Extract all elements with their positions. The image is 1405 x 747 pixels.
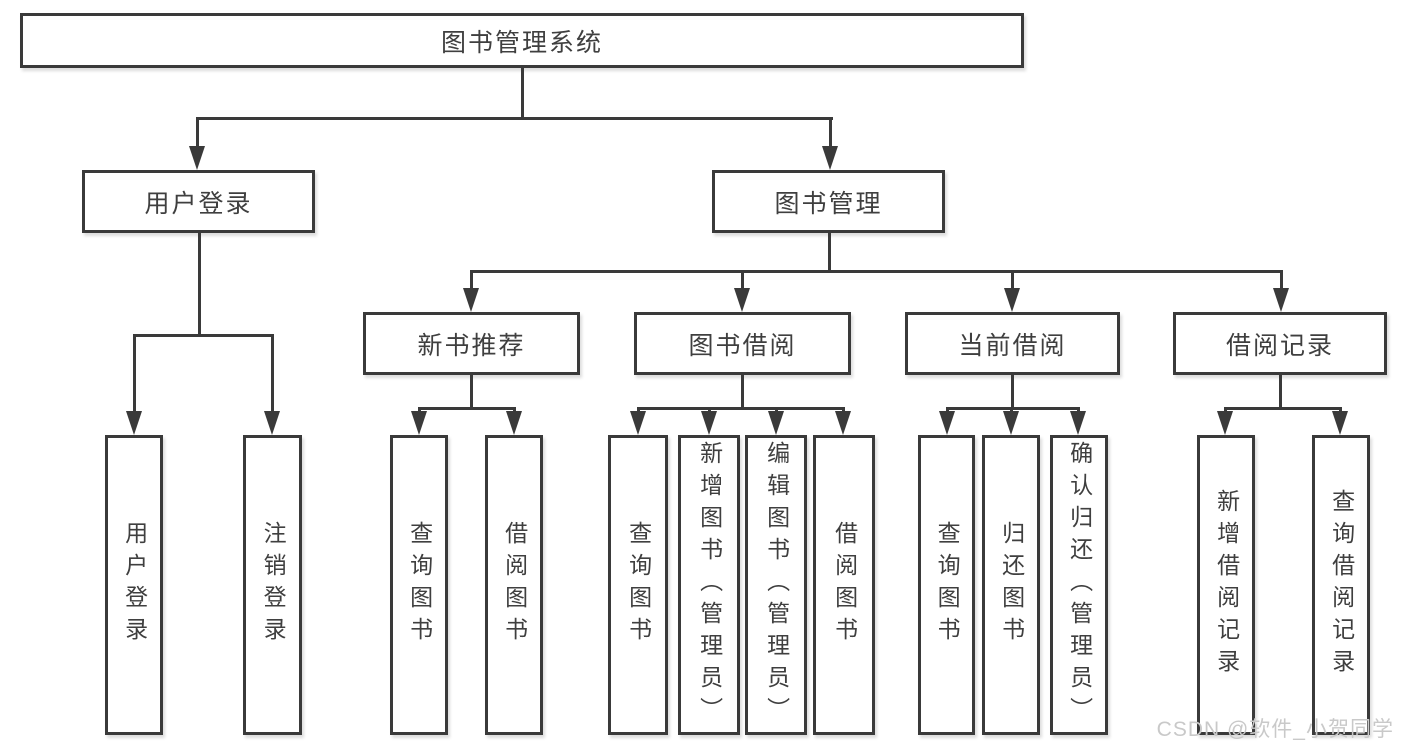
connector-line bbox=[1011, 271, 1014, 291]
arrow-down-icon bbox=[768, 411, 784, 435]
leaf-add-borrow-record: 新增借阅记录 bbox=[1197, 435, 1255, 735]
connector-level3-rail bbox=[470, 270, 1283, 273]
leaf-query-books-borrowing: 查询图书 bbox=[608, 435, 668, 735]
arrow-down-icon bbox=[1004, 288, 1020, 312]
leaf-query-books-current: 查询图书 bbox=[918, 435, 975, 735]
leaf-add-books-admin: 新增图书（管理员） bbox=[678, 435, 740, 735]
connector-line bbox=[271, 335, 274, 413]
connector-line bbox=[196, 118, 199, 150]
connector-stub bbox=[741, 375, 744, 410]
leaf-label: 确认归还（管理员） bbox=[1066, 441, 1093, 729]
arrow-down-icon bbox=[189, 146, 205, 170]
leaf-label: 查询图书 bbox=[625, 521, 652, 649]
arrow-down-icon bbox=[939, 411, 955, 435]
connector-line bbox=[741, 271, 744, 291]
csdn-watermark: CSDN @软件_小贺同学 bbox=[1156, 718, 1394, 741]
leaf-label: 编辑图书（管理员） bbox=[763, 441, 790, 729]
leaf-query-books-recommend: 查询图书 bbox=[390, 435, 448, 735]
node-library-management-system: 图书管理系统 bbox=[20, 13, 1024, 68]
arrow-down-icon bbox=[630, 411, 646, 435]
connector-leaf-rail bbox=[946, 407, 1080, 410]
connector-root-stub bbox=[521, 66, 524, 120]
arrow-down-icon bbox=[1332, 411, 1348, 435]
leaf-label: 新增图书（管理员） bbox=[696, 441, 723, 729]
leaf-edit-books-admin: 编辑图书（管理员） bbox=[745, 435, 807, 735]
arrow-down-icon bbox=[1070, 411, 1086, 435]
leaf-label: 借阅图书 bbox=[831, 521, 858, 649]
node-label: 借阅记录 bbox=[1225, 331, 1334, 360]
connector-user-login-rail bbox=[133, 334, 274, 337]
connector-line bbox=[829, 118, 832, 150]
leaf-user-login: 用户登录 bbox=[105, 435, 163, 735]
arrow-down-icon bbox=[701, 411, 717, 435]
connector-level2-rail bbox=[196, 117, 833, 120]
connector-book-mgmt-stub bbox=[828, 233, 831, 272]
leaf-label: 注销登录 bbox=[260, 521, 287, 649]
connector-stub bbox=[1279, 375, 1282, 410]
arrow-down-icon bbox=[835, 411, 851, 435]
connector-line bbox=[470, 271, 473, 291]
leaf-label: 借阅图书 bbox=[501, 521, 528, 649]
connector-line bbox=[133, 335, 136, 413]
node-label: 新书推荐 bbox=[417, 331, 526, 360]
leaf-logout: 注销登录 bbox=[243, 435, 302, 735]
connector-leaf-rail bbox=[1224, 407, 1342, 410]
node-label: 当前借阅 bbox=[958, 331, 1067, 360]
arrow-down-icon bbox=[1273, 288, 1289, 312]
node-new-book-recommend: 新书推荐 bbox=[363, 312, 580, 375]
connector-stub bbox=[1011, 375, 1014, 410]
node-label: 图书借阅 bbox=[688, 331, 797, 360]
arrow-down-icon bbox=[506, 411, 522, 435]
arrow-down-icon bbox=[463, 288, 479, 312]
arrow-down-icon bbox=[411, 411, 427, 435]
leaf-borrow-books: 借阅图书 bbox=[813, 435, 875, 735]
leaf-label: 归还图书 bbox=[998, 521, 1025, 649]
leaf-return-books: 归还图书 bbox=[982, 435, 1040, 735]
node-label: 图书管理系统 bbox=[440, 28, 603, 57]
connector-leaf-rail bbox=[418, 407, 516, 410]
leaf-confirm-return-admin: 确认归还（管理员） bbox=[1050, 435, 1108, 735]
arrow-down-icon bbox=[1217, 411, 1233, 435]
arrow-down-icon bbox=[734, 288, 750, 312]
connector-line bbox=[1280, 271, 1283, 291]
node-borrowing-records: 借阅记录 bbox=[1173, 312, 1387, 375]
leaf-label: 查询图书 bbox=[934, 521, 961, 649]
arrow-down-icon bbox=[126, 411, 142, 435]
leaf-label: 用户登录 bbox=[121, 521, 148, 649]
node-current-borrowing: 当前借阅 bbox=[905, 312, 1120, 375]
node-book-management: 图书管理 bbox=[712, 170, 945, 233]
node-book-borrowing: 图书借阅 bbox=[634, 312, 851, 375]
leaf-label: 查询借阅记录 bbox=[1328, 489, 1355, 681]
connector-stub bbox=[470, 375, 473, 410]
connector-user-login-stub bbox=[198, 233, 201, 336]
leaf-query-borrow-record: 查询借阅记录 bbox=[1312, 435, 1370, 735]
node-label: 图书管理 bbox=[774, 189, 883, 218]
leaf-borrow-books-recommend: 借阅图书 bbox=[485, 435, 543, 735]
arrow-down-icon bbox=[822, 146, 838, 170]
connector-leaf-rail bbox=[637, 407, 845, 410]
arrow-down-icon bbox=[1003, 411, 1019, 435]
node-user-login: 用户登录 bbox=[82, 170, 315, 233]
node-label: 用户登录 bbox=[144, 189, 253, 218]
leaf-label: 查询图书 bbox=[406, 521, 433, 649]
arrow-down-icon bbox=[264, 411, 280, 435]
leaf-label: 新增借阅记录 bbox=[1213, 489, 1240, 681]
